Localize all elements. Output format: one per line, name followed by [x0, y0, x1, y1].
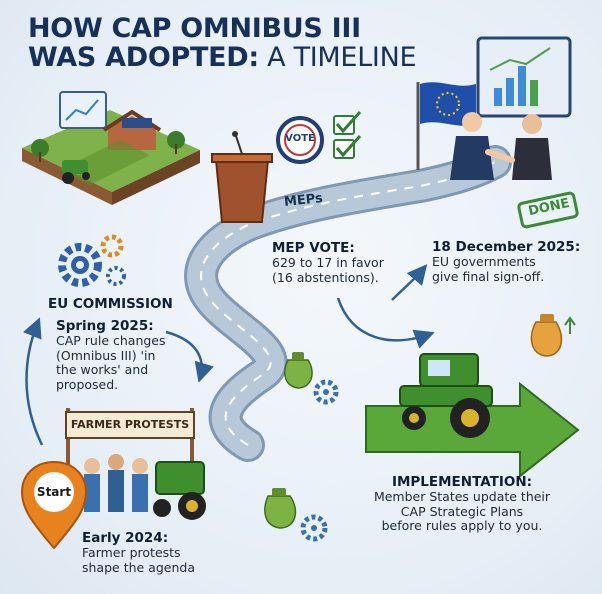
money-bag-icon: [530, 314, 576, 357]
title-line-2: WAS ADOPTED: A TIMELINE: [28, 42, 417, 73]
checkmark-icon: [333, 110, 362, 159]
page-title: HOW CAP OMNIBUS III WAS ADOPTED: A TIMEL…: [28, 13, 417, 73]
flow-arrows: [23, 264, 435, 446]
start-pin-icon: [20, 460, 88, 550]
vote-badge-label: VOTE: [285, 133, 315, 144]
eu-flag-icon: [416, 82, 476, 170]
winding-road: [184, 145, 512, 462]
step-text-line: (Omnibus III) 'in: [56, 347, 156, 363]
step-text-line: (16 abstentions).: [272, 269, 379, 285]
title-line-1: HOW CAP OMNIBUS III: [28, 13, 361, 44]
title-light-part: A TIMELINE: [258, 42, 417, 73]
vote-badge: [276, 116, 324, 164]
gear-icon: [58, 234, 126, 287]
step-heading: IMPLEMENTATION:: [391, 474, 533, 490]
step-early-2024: Early 2024: Farmer protests shape the ag…: [82, 530, 195, 575]
step-text-line: the works' and: [56, 362, 149, 377]
start-pin-label: Start: [36, 485, 72, 499]
protest-banner-label: FARMER PROTESTS: [70, 418, 190, 431]
tractor-icon: [399, 353, 493, 438]
protest-crowd-illustration: [65, 408, 206, 520]
step-text-line: 629 to 17 in favor: [272, 255, 384, 270]
eu-commission-heading: EU COMMISSION: [48, 296, 173, 312]
step-text-line: EU governments: [432, 254, 536, 269]
gear-icon: [300, 514, 328, 542]
step-dec-2025: 18 December 2025: EU governments give fi…: [432, 239, 580, 284]
podium-illustration: [211, 131, 273, 223]
results-screen-illustration: [476, 36, 572, 118]
step-heading: Early 2024:: [82, 530, 169, 546]
step-text-line: before rules apply to you.: [381, 518, 543, 533]
step-text-line: proposed.: [56, 376, 119, 392]
farm-island-illustration: [22, 91, 200, 205]
step-implementation: IMPLEMENTATION: Member States update the…: [346, 474, 578, 534]
gear-icon: [313, 379, 339, 405]
step-text-line: Farmer protests: [82, 545, 181, 560]
step-text-line: give final sign-off.: [432, 268, 545, 284]
money-bag-icon: [284, 352, 313, 389]
money-bag-icon: [264, 488, 297, 529]
step-heading: 18 December 2025:: [432, 239, 581, 255]
title-bold-part: WAS ADOPTED:: [28, 42, 259, 73]
handshake-illustration: [450, 112, 552, 180]
step-mep-vote: MEP VOTE: 629 to 17 in favor (16 abstent…: [272, 240, 384, 285]
step-text-line: CAP rule changes: [56, 333, 166, 348]
step-spring-2025: Spring 2025: CAP rule changes (Omnibus I…: [56, 318, 166, 392]
done-stamp: [517, 191, 579, 229]
step-heading: MEP VOTE:: [272, 240, 355, 256]
step-text-line: shape the agenda: [82, 559, 195, 575]
step-heading: Spring 2025:: [56, 318, 154, 334]
step-text-line: Member States update their: [373, 489, 551, 504]
step-text-line: CAP Strategic Plans: [400, 503, 524, 519]
